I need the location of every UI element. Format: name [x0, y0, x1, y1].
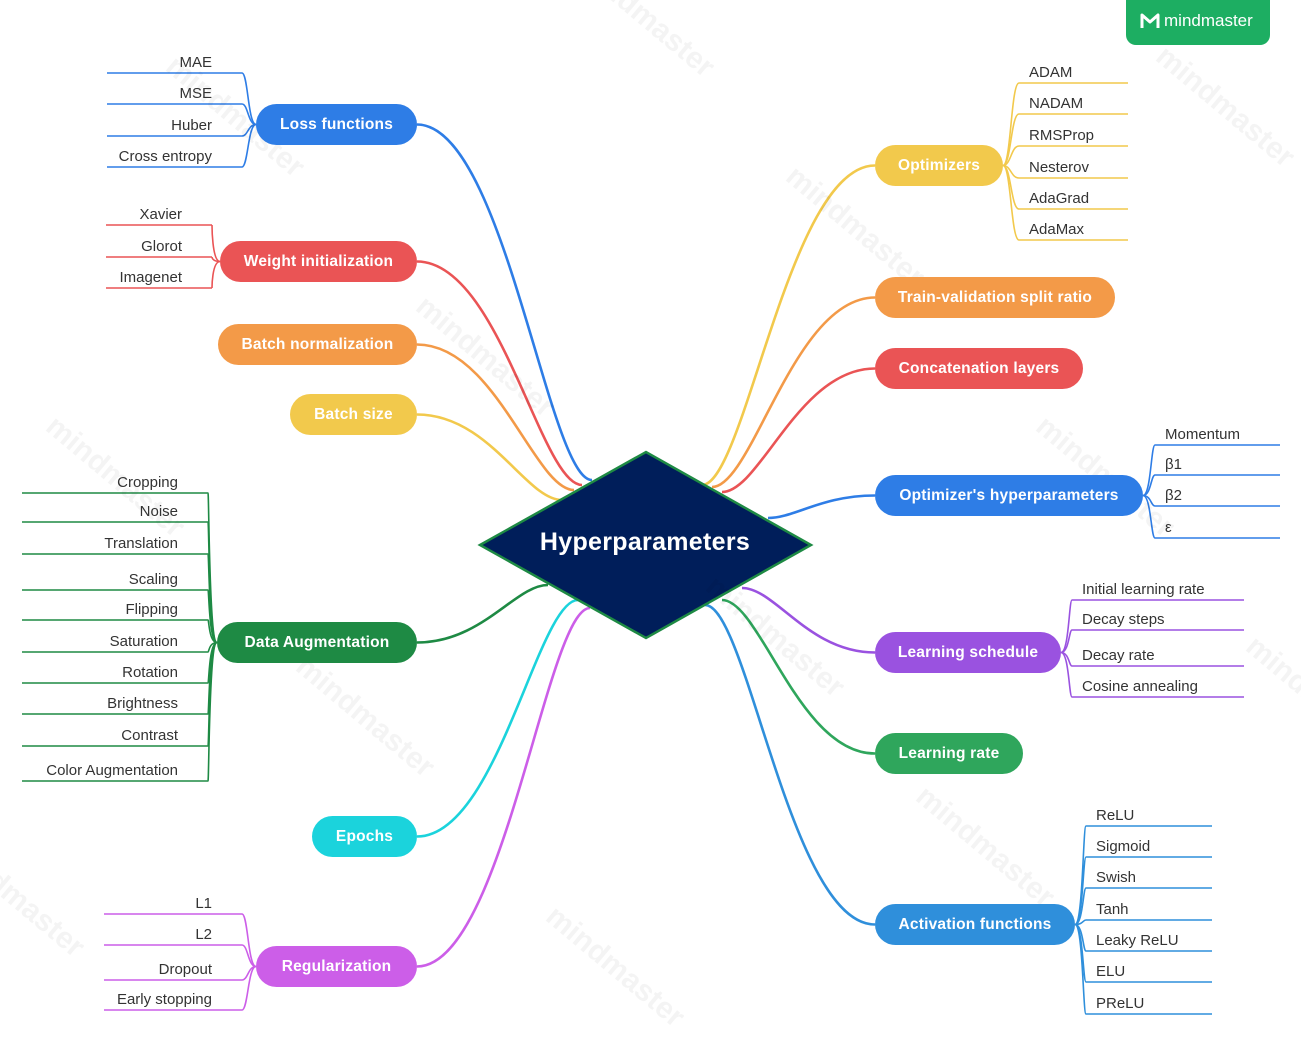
leaf-connector [241, 965, 257, 1011]
topic-optimizers-hyperparameters[interactable]: Optimizer's hyperparameters [875, 475, 1143, 516]
subtopic-optim-1[interactable]: NADAM [1029, 95, 1084, 112]
subtopic-activ-0[interactable]: ReLU [1096, 807, 1135, 824]
subtopic-opthyper-2[interactable]: β2 [1165, 487, 1182, 504]
leaf-connector [1060, 599, 1073, 654]
branch-connector [741, 586, 876, 654]
subtopic-lrsched-1[interactable]: Decay steps [1082, 611, 1165, 628]
subtopic-augment-1[interactable]: Noise [139, 503, 178, 520]
leaf-connector [1002, 82, 1020, 167]
central-topic-label: Hyperparameters [539, 528, 751, 556]
leaf-connector [1060, 651, 1073, 698]
branch-connector [701, 164, 876, 487]
subtopic-weight-2[interactable]: Imagenet [119, 269, 182, 286]
subtopic-activ-6[interactable]: PReLU [1096, 995, 1145, 1012]
subtopic-augment-4[interactable]: Flipping [125, 601, 178, 618]
mindmaster-logo-icon [1140, 13, 1160, 28]
subtopic-lrsched-2[interactable]: Decay rate [1082, 647, 1155, 664]
branch-connector [416, 598, 579, 838]
subtopic-optim-4[interactable]: AdaGrad [1029, 190, 1090, 207]
subtopic-weight-1[interactable]: Glorot [141, 238, 182, 255]
leaf-connector [1142, 474, 1156, 497]
subtopic-optim-0[interactable]: ADAM [1029, 64, 1073, 81]
branch-connector [416, 606, 591, 968]
subtopic-opthyper-0[interactable]: Momentum [1165, 426, 1241, 443]
leaf-connector [241, 103, 257, 126]
branch-connector [711, 296, 876, 489]
leaf-connector [1074, 923, 1087, 1015]
subtopic-opthyper-1[interactable]: β1 [1165, 456, 1182, 473]
leaf-connector [211, 224, 221, 263]
branch-connector [416, 413, 563, 502]
topic-weight-initialization[interactable]: Weight initialization [220, 241, 417, 282]
leaf-connector [1074, 887, 1087, 926]
topic-batch-size[interactable]: Batch size [290, 394, 417, 435]
subtopic-augment-7[interactable]: Brightness [107, 695, 178, 712]
branch-connector [416, 583, 549, 644]
subtopic-activ-3[interactable]: Tanh [1096, 901, 1129, 918]
subtopic-activ-5[interactable]: ELU [1096, 963, 1126, 980]
subtopic-augment-0[interactable]: Cropping [117, 474, 178, 491]
subtopic-reg-0[interactable]: L1 [195, 895, 212, 912]
subtopic-augment-9[interactable]: Color Augmentation [46, 762, 178, 779]
subtopic-opthyper-3[interactable]: ε [1165, 519, 1172, 536]
subtopic-lrsched-3[interactable]: Cosine annealing [1082, 678, 1198, 695]
branch-connector [767, 494, 876, 520]
subtopic-loss-3[interactable]: Cross entropy [118, 148, 212, 165]
subtopic-activ-2[interactable]: Swish [1096, 869, 1137, 886]
leaf-connector [207, 641, 218, 782]
topic-optimizers[interactable]: Optimizers [875, 145, 1003, 186]
leaf-connector [1002, 164, 1020, 241]
leaf-connector [241, 123, 257, 168]
leaf-connector [1142, 494, 1156, 539]
topic-concatenation-layers[interactable]: Concatenation layers [875, 348, 1083, 389]
subtopic-augment-8[interactable]: Contrast [121, 727, 178, 744]
leaf-connector [207, 619, 218, 644]
leaf-connector [1060, 629, 1073, 654]
leaf-connector [207, 589, 218, 644]
subtopic-loss-2[interactable]: Huber [171, 117, 212, 134]
subtopic-loss-1[interactable]: MSE [179, 85, 212, 102]
leaf-connector [1002, 145, 1020, 167]
central-topic-diamond[interactable] [477, 450, 814, 640]
branch-connector [704, 603, 876, 926]
topic-activation-functions[interactable]: Activation functions [875, 904, 1075, 945]
subtopic-weight-0[interactable]: Xavier [139, 206, 182, 223]
subtopic-augment-3[interactable]: Scaling [128, 571, 178, 588]
leaf-connector [241, 944, 257, 968]
subtopic-augment-5[interactable]: Saturation [109, 633, 178, 650]
subtopic-reg-2[interactable]: Dropout [158, 961, 212, 978]
topic-loss-functions[interactable]: Loss functions [256, 104, 417, 145]
subtopic-optim-2[interactable]: RMSProp [1029, 127, 1095, 144]
branch-connector [721, 598, 876, 755]
subtopic-activ-1[interactable]: Sigmoid [1096, 838, 1151, 855]
subtopic-optim-5[interactable]: AdaMax [1029, 221, 1085, 238]
branch-connector [416, 343, 575, 492]
subtopic-reg-1[interactable]: L2 [195, 926, 212, 943]
topic-epochs[interactable]: Epochs [312, 816, 417, 857]
subtopic-optim-3[interactable]: Nesterov [1029, 159, 1090, 176]
brand-name: mindmaster [1164, 11, 1253, 30]
topic-batch-normalization[interactable]: Batch normalization [218, 324, 417, 365]
topic-regularization[interactable]: Regularization [256, 946, 417, 987]
topic-learning-schedule[interactable]: Learning schedule [875, 632, 1061, 673]
topic-train-validation-split-ratio[interactable]: Train-validation split ratio [875, 277, 1115, 318]
branch-connector [416, 123, 593, 482]
subtopic-reg-3[interactable]: Early stopping [116, 991, 212, 1008]
subtopic-augment-6[interactable]: Rotation [122, 664, 178, 681]
subtopic-augment-2[interactable]: Translation [104, 535, 178, 552]
subtopic-lrsched-0[interactable]: Initial learning rate [1082, 581, 1205, 598]
topic-data-augmentation[interactable]: Data Augmentation [217, 622, 417, 663]
branch-connector [721, 367, 876, 494]
leaf-connector [1142, 444, 1156, 497]
mindmaster-badge: mindmaster [1126, 0, 1270, 45]
subtopic-activ-4[interactable]: Leaky ReLU [1096, 932, 1179, 949]
subtopic-loss-0[interactable]: MAE [179, 54, 212, 71]
topic-learning-rate[interactable]: Learning rate [875, 733, 1023, 774]
leaf-connector [211, 260, 221, 289]
branch-connector [416, 260, 583, 487]
